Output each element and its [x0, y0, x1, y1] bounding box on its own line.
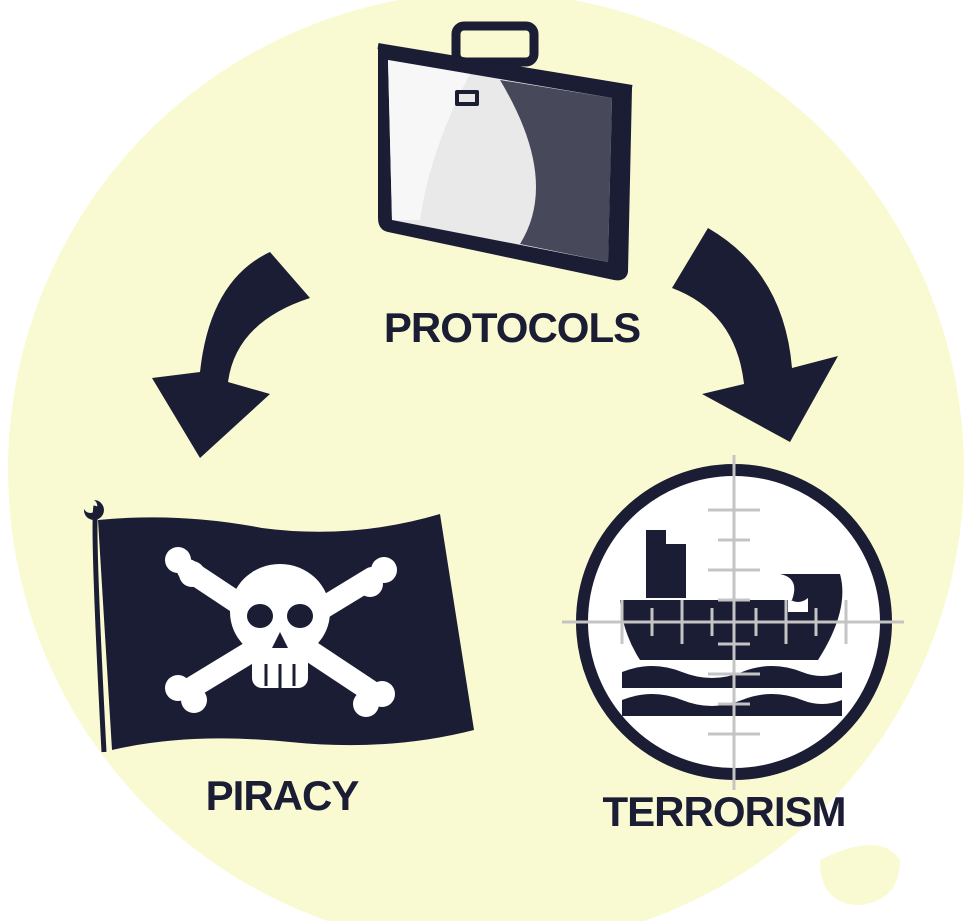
- left-arrow: [152, 252, 310, 458]
- ship-in-crosshair-icon: [562, 455, 904, 790]
- background-circle-tab: [820, 845, 900, 905]
- label-piracy: PIRACY: [206, 772, 360, 819]
- right-arrow: [672, 228, 838, 442]
- briefcase-icon: [377, 21, 633, 281]
- label-protocols: PROTOCOLS: [384, 304, 640, 351]
- pirate-flag-icon: [83, 500, 474, 753]
- label-terrorism: TERRORISM: [603, 788, 846, 835]
